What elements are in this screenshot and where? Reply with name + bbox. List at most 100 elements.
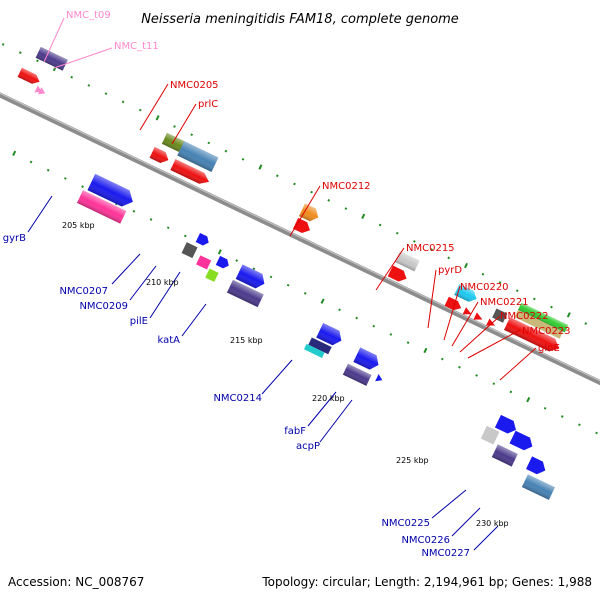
gene-nmc0223[interactable] xyxy=(486,318,497,329)
scale-label-215: 215 kbp xyxy=(230,336,263,345)
scale-label-220: 220 kbp xyxy=(312,394,345,403)
gene-kata-blue[interactable] xyxy=(235,264,268,291)
gene-nmc0221[interactable] xyxy=(473,312,484,323)
label-gyrb[interactable]: gyrB xyxy=(3,233,26,244)
gene-fabf-blue[interactable] xyxy=(353,347,382,372)
scale-tick xyxy=(183,234,187,238)
gene-red-0205b[interactable] xyxy=(149,146,171,166)
label-acpp[interactable]: acpP xyxy=(296,441,320,452)
label-prlc[interactable]: prlC xyxy=(198,99,218,110)
gene-acpp[interactable] xyxy=(375,373,384,384)
gene-pile[interactable] xyxy=(205,268,219,282)
gene-nmc0226-blue[interactable] xyxy=(509,430,536,453)
scale-tick xyxy=(389,333,393,336)
scale-tick xyxy=(70,75,74,79)
scale-tick xyxy=(458,365,461,369)
genome-backbone xyxy=(0,79,600,409)
gene-pyrd[interactable] xyxy=(454,284,479,304)
label-nmc0212[interactable]: NMC0212 xyxy=(322,181,371,192)
scale-tick xyxy=(344,207,348,210)
gene-nmc0205[interactable] xyxy=(161,132,186,153)
gene-glne-green[interactable] xyxy=(517,302,569,333)
scale-tick xyxy=(543,406,547,410)
gene-nmc0207[interactable] xyxy=(181,242,198,259)
gene-red-prlc[interactable] xyxy=(170,159,211,187)
scale-tick xyxy=(235,259,239,262)
gene-nmc0227-steel[interactable] xyxy=(521,474,555,500)
scale-tick xyxy=(327,199,331,202)
gene-prlc[interactable] xyxy=(177,141,219,172)
scale-tick xyxy=(509,390,513,394)
label-nmc0209[interactable]: NMC0209 xyxy=(79,301,128,312)
scale-tick xyxy=(378,223,382,227)
gene-red-0215[interactable] xyxy=(387,265,409,285)
label-nmc0215[interactable]: NMC0215 xyxy=(406,243,455,254)
gene-nmc0227[interactable] xyxy=(526,456,548,476)
label-nmc0220[interactable]: NMC0220 xyxy=(460,282,509,293)
scale-tick xyxy=(440,357,444,361)
gene-gyrb[interactable] xyxy=(87,173,136,210)
scale-tick xyxy=(423,347,428,354)
label-pile[interactable]: pilE xyxy=(130,316,148,327)
gene-nmc-t09-t11[interactable] xyxy=(35,46,68,71)
label-nmc0223[interactable]: NMC0223 xyxy=(522,326,571,337)
scale-tick xyxy=(81,185,84,188)
gene-nmc0209-blue[interactable] xyxy=(195,232,211,247)
label-nmc-t11[interactable]: NMC_t11 xyxy=(114,41,159,52)
gene-nmc0215[interactable] xyxy=(394,251,420,272)
label-nmc0207[interactable]: NMC0207 xyxy=(59,286,108,297)
label-kata[interactable]: katA xyxy=(157,335,180,346)
scale-tick xyxy=(338,308,341,312)
gene-fabf[interactable] xyxy=(342,363,372,386)
scale-tick xyxy=(121,100,125,104)
scale-tick xyxy=(293,182,296,186)
scale-tick xyxy=(578,423,581,427)
gene-red-pyrd[interactable] xyxy=(444,296,464,313)
scale-tick xyxy=(447,256,451,260)
label-pyrd[interactable]: pyrD xyxy=(438,265,462,276)
label-nmc0221[interactable]: NMC0221 xyxy=(480,297,529,308)
gene-nmc0225[interactable] xyxy=(494,414,519,436)
gene-nmc0212[interactable] xyxy=(299,203,321,223)
scale-tick xyxy=(286,283,290,287)
gene-pink-arrows[interactable] xyxy=(34,85,46,97)
scale-tick xyxy=(492,382,496,386)
label-nmc-t09[interactable]: NMC_t09 xyxy=(66,10,111,21)
scale-tick xyxy=(584,322,588,325)
gene-nmc0225-grey[interactable] xyxy=(480,425,500,445)
gene-nmc0220[interactable] xyxy=(462,307,474,318)
gene-red-left[interactable] xyxy=(17,67,42,87)
label-fabf[interactable]: fabF xyxy=(284,426,306,437)
scale-tick xyxy=(1,43,5,46)
leader-lines-bottom xyxy=(27,195,499,551)
gene-nmc0214-navy[interactable] xyxy=(308,337,332,355)
scale-label-210: 210 kbp xyxy=(146,278,179,287)
gene-red-0212[interactable] xyxy=(292,217,313,236)
gene-pile-blue[interactable] xyxy=(215,255,231,270)
scale-tick xyxy=(18,51,22,54)
label-nmc0214[interactable]: NMC0214 xyxy=(213,393,262,404)
gene-nmc0214-blue[interactable] xyxy=(316,323,345,348)
label-nmc0225[interactable]: NMC0225 xyxy=(381,518,430,529)
gene-kata[interactable] xyxy=(226,279,264,308)
scale-label-225: 225 kbp xyxy=(396,456,429,465)
scale-tick xyxy=(149,218,153,221)
gene-gyrb-pink[interactable] xyxy=(76,190,127,224)
gene-nmc0214[interactable] xyxy=(303,343,325,358)
gene-glne-tan[interactable] xyxy=(514,309,564,339)
genome-summary-text: Topology: circular; Length: 2,194,961 bp… xyxy=(261,575,592,589)
label-nmc0205[interactable]: NMC0205 xyxy=(170,80,219,91)
gene-glne[interactable] xyxy=(504,317,562,355)
gene-nmc0226[interactable] xyxy=(491,444,518,467)
label-nmc0222[interactable]: NMC0222 xyxy=(500,311,549,322)
scale-tick xyxy=(395,231,399,235)
scale-tick xyxy=(132,209,136,213)
scale-tick xyxy=(475,374,478,377)
scale-tick xyxy=(533,297,536,301)
scale-tick xyxy=(155,115,160,121)
label-nmc0226[interactable]: NMC0226 xyxy=(401,535,450,546)
label-glne[interactable]: glnE xyxy=(538,343,560,354)
label-nmc0227[interactable]: NMC0227 xyxy=(421,548,470,559)
gene-nmc0209[interactable] xyxy=(196,255,212,270)
